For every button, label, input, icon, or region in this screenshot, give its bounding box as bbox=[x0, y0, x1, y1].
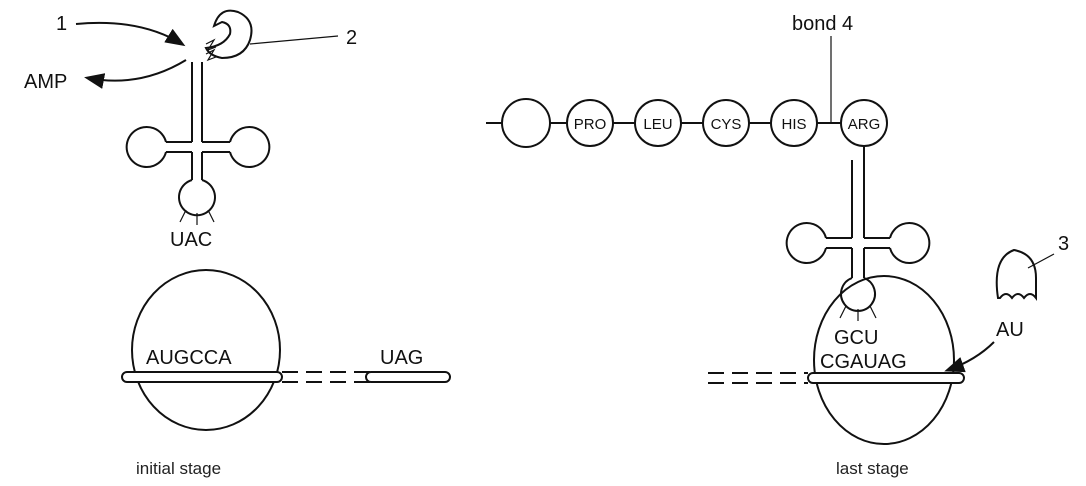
caption-last-stage: last stage bbox=[836, 459, 909, 478]
amino-acid-label-2: LEU bbox=[643, 116, 672, 133]
mrna-end-codon-last: CGAUAG bbox=[820, 351, 907, 373]
partial-label: AU bbox=[996, 319, 1024, 341]
marker-3-leader bbox=[1027, 253, 1055, 269]
marker-2-leader bbox=[249, 35, 339, 45]
amino-acid-label-5: ARG bbox=[848, 116, 881, 133]
marker-3-label: 3 bbox=[1058, 233, 1069, 255]
caption-initial-stage: initial stage bbox=[136, 459, 221, 478]
trna-initial bbox=[125, 62, 271, 225]
marker-1-arrow bbox=[75, 21, 186, 47]
amp-arrow bbox=[84, 59, 187, 89]
bond-4-label: bond 4 bbox=[792, 13, 853, 35]
release-factor-icon bbox=[995, 248, 1037, 301]
enzyme-icon bbox=[204, 9, 253, 60]
marker-2-label: 2 bbox=[346, 27, 357, 49]
polypeptide-chain: PRO LEU CYS HIS ARG bbox=[486, 98, 888, 148]
trna-last bbox=[785, 146, 931, 321]
marker-1-label: 1 bbox=[56, 13, 67, 35]
mrna-stop-codon-initial: UAG bbox=[380, 347, 423, 369]
anticodon-last: GCU bbox=[834, 327, 878, 349]
mrna-stop-segment bbox=[365, 371, 451, 383]
amino-acid-label-3: CYS bbox=[711, 116, 742, 133]
binding-zigzag-icon-2 bbox=[205, 48, 217, 62]
amino-acid-label-4: HIS bbox=[781, 116, 806, 133]
mrna-strand-last bbox=[807, 372, 965, 384]
mrna-start-codon: AUGCCA bbox=[146, 347, 232, 369]
mrna-strand-initial bbox=[121, 371, 283, 383]
release-factor-arrow bbox=[944, 341, 995, 373]
amino-acid-label-1: PRO bbox=[574, 116, 607, 133]
amino-acid-empty bbox=[501, 98, 551, 148]
initial-stage-panel: 1 AMP 2 bbox=[24, 9, 451, 478]
ribosome-initial bbox=[131, 269, 281, 431]
anticodon-initial: UAC bbox=[170, 229, 212, 251]
binding-zigzag-icon bbox=[205, 38, 217, 52]
amp-label: AMP bbox=[24, 71, 67, 93]
last-stage-panel: PRO LEU CYS HIS ARG bond 4 bbox=[486, 13, 1069, 478]
